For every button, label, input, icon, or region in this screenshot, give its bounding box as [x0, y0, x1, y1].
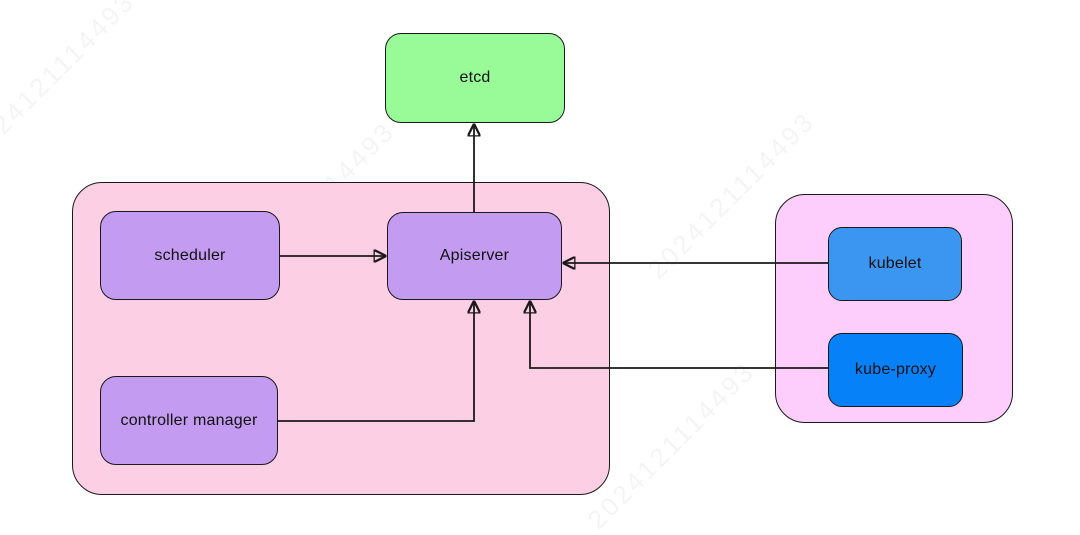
node-etcd: etcd: [385, 33, 565, 123]
node-scheduler-label: scheduler: [154, 246, 226, 264]
node-kubelet: kubelet: [828, 227, 962, 301]
node-kube-proxy: kube-proxy: [828, 333, 963, 407]
node-apiserver: Apiserver: [387, 212, 562, 300]
node-etcd-label: etcd: [459, 69, 491, 86]
watermark-text: 2024121114493: [0, 0, 141, 165]
node-kube-proxy-label: kube-proxy: [854, 361, 937, 378]
node-kubelet-label: kubelet: [868, 255, 922, 272]
node-apiserver-label: Apiserver: [439, 247, 510, 264]
node-scheduler: scheduler: [100, 211, 280, 300]
node-controller-manager: controller manager: [100, 376, 278, 465]
node-controller-manager-label: controller manager: [120, 411, 258, 429]
